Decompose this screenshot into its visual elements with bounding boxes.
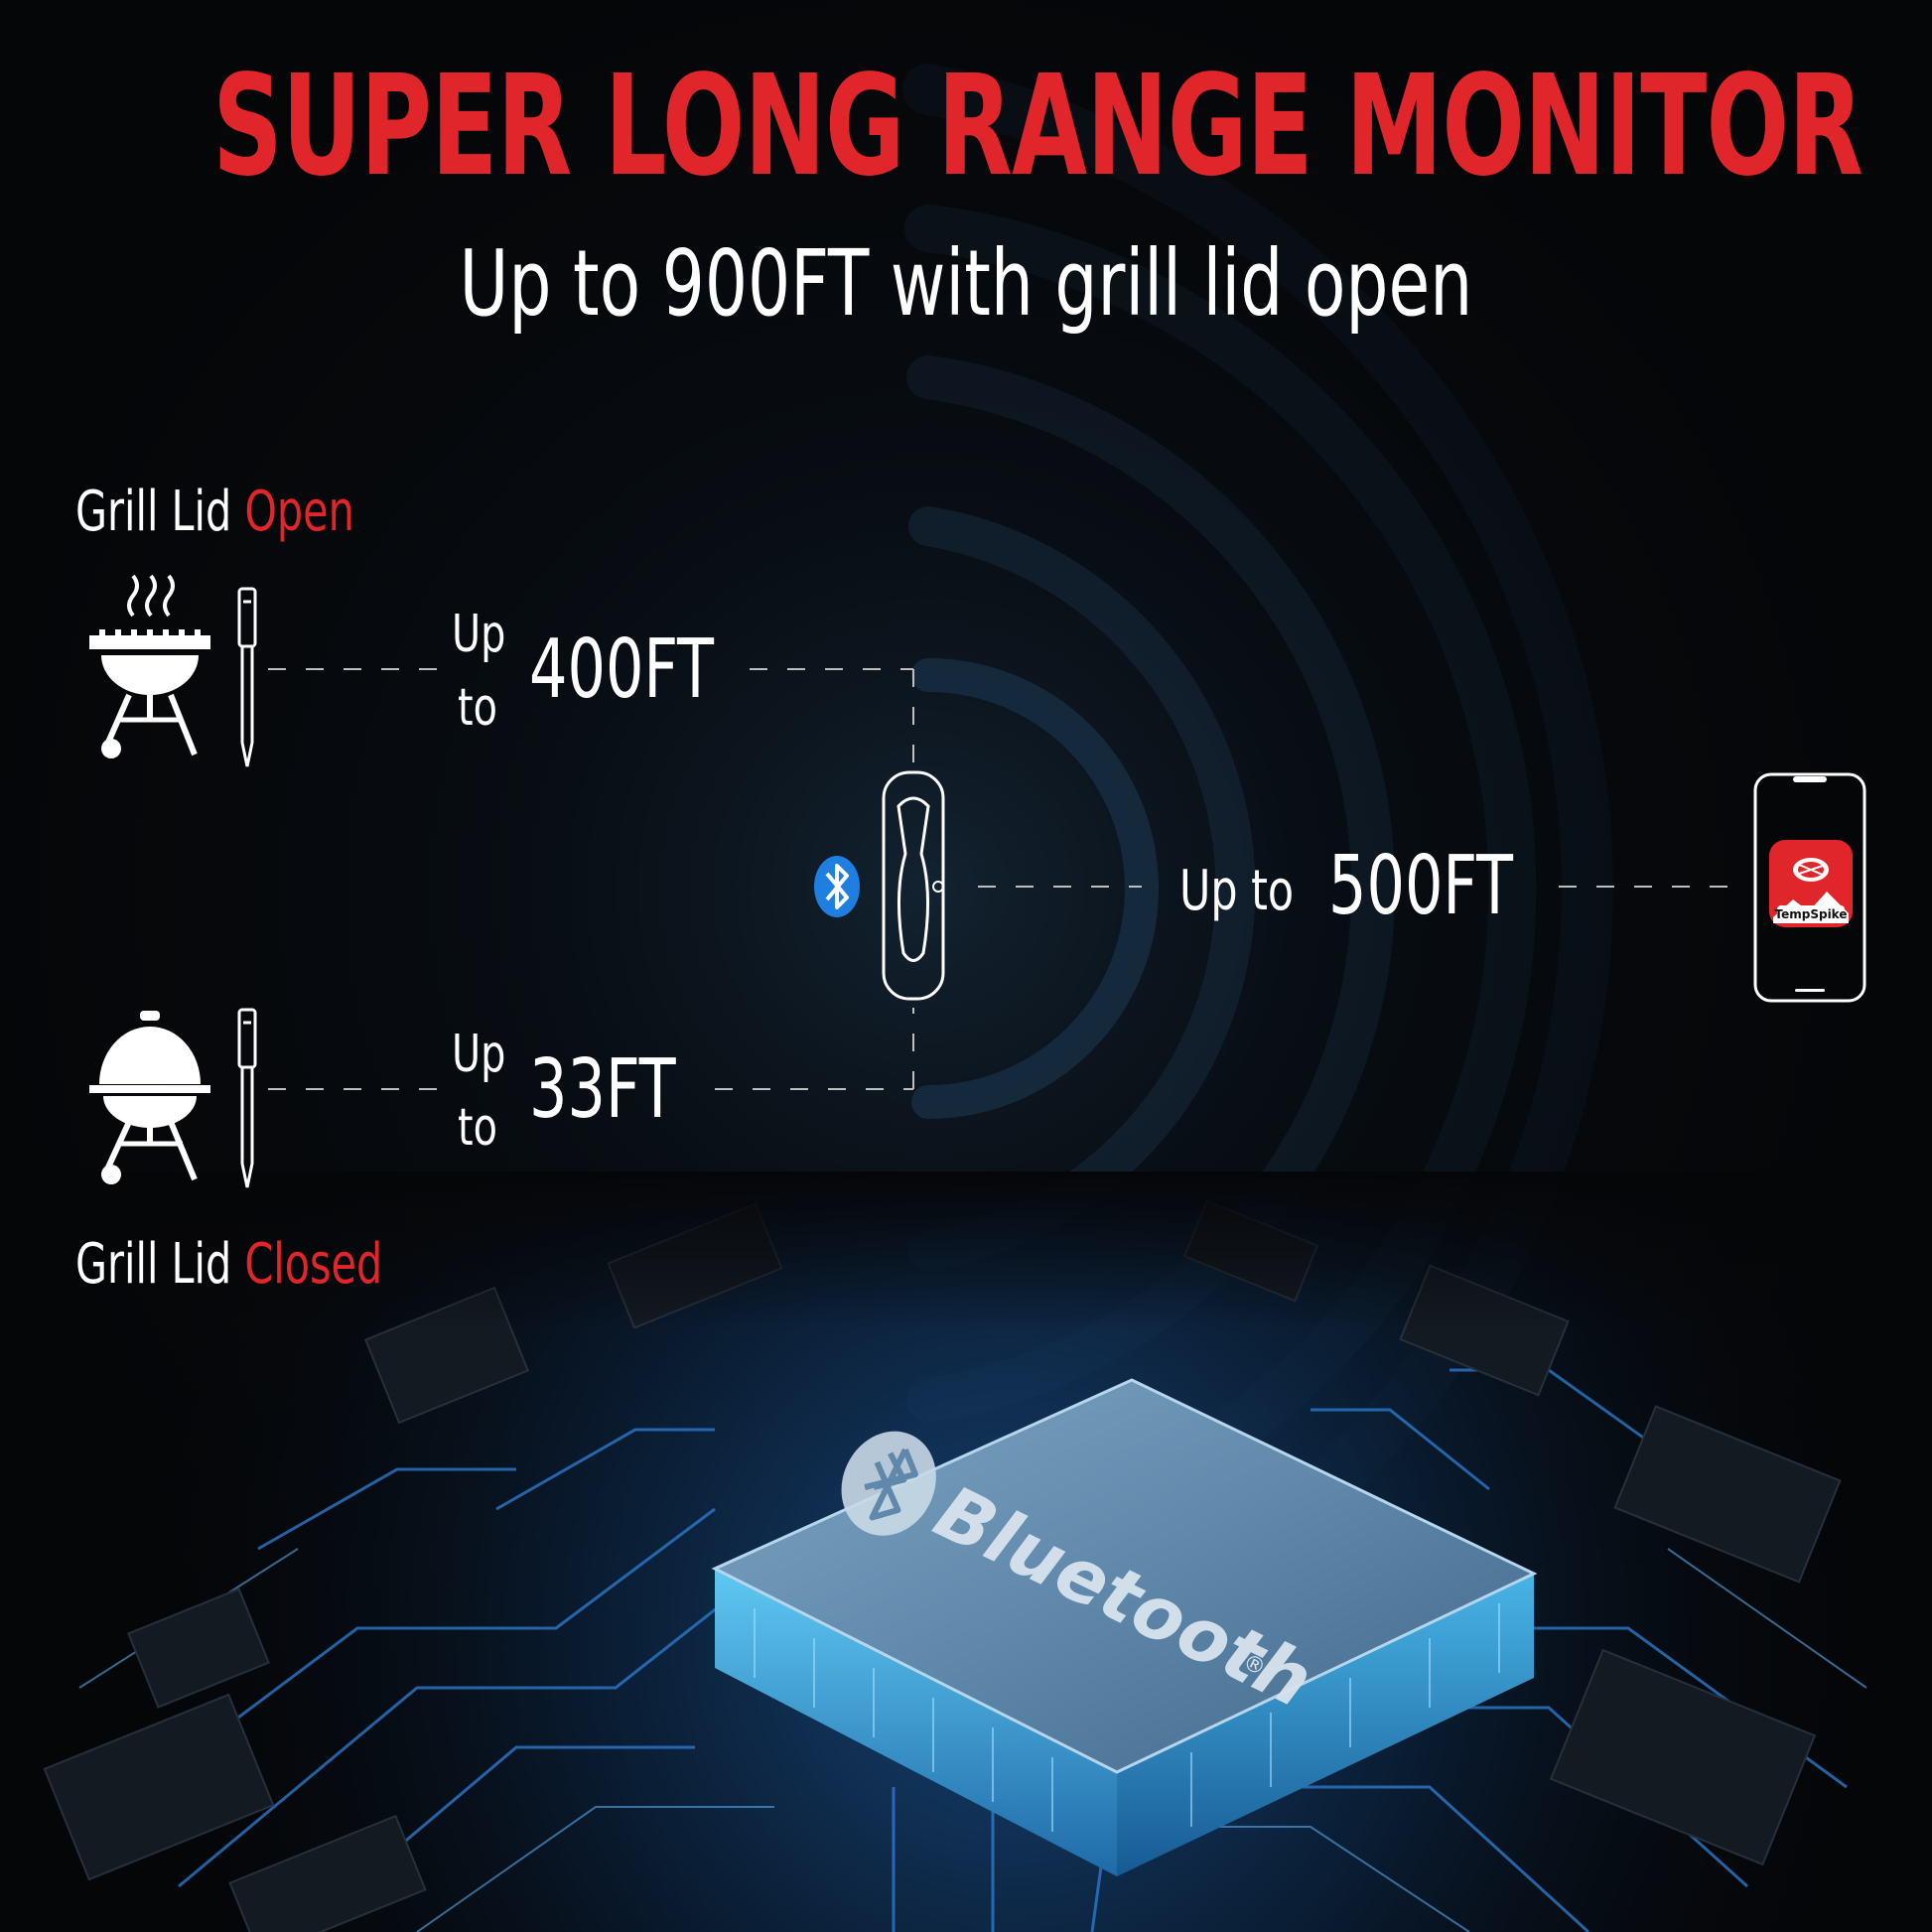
tempspike-app-icon: TempSpike xyxy=(1769,840,1853,927)
app-name-text: TempSpike xyxy=(1775,907,1848,921)
bluetooth-icon xyxy=(814,856,860,917)
grill-open-distance: 400FT xyxy=(529,622,714,717)
smartphone-icon: TempSpike xyxy=(1753,772,1866,1003)
circuit-board xyxy=(0,1172,1932,1932)
grill-closed-label-prefix: Grill Lid xyxy=(75,1232,232,1297)
open-grill-icon xyxy=(89,574,210,759)
page-title: SUPER LONG RANGE MONITOR xyxy=(212,46,1863,207)
grill-closed-to-word: to xyxy=(458,1098,497,1158)
grill-closed-label: Grill Lid Closed xyxy=(75,1237,382,1293)
grill-open-label-state: Open xyxy=(244,480,354,544)
booster-range-distance: 500FT xyxy=(1328,839,1513,933)
grill-closed-label-state: Closed xyxy=(244,1232,383,1297)
closed-grill-icon xyxy=(89,1011,210,1184)
booster-range-prefix: Up to xyxy=(1179,859,1295,923)
booster-device-icon xyxy=(882,770,945,1001)
probe-closed-icon xyxy=(237,1008,257,1188)
bluetooth-chip: Bluetooth ® xyxy=(711,1378,1538,1876)
grill-open-label-prefix: Grill Lid xyxy=(75,480,232,544)
grill-open-label: Grill Lid Open xyxy=(75,484,354,540)
grill-open-to-word: to xyxy=(458,678,497,738)
grill-closed-distance: 33FT xyxy=(529,1042,676,1137)
grill-closed-up-word: Up xyxy=(452,1025,506,1084)
page-subtitle: Up to 900FT with grill lid open xyxy=(459,230,1473,337)
grill-open-up-word: Up xyxy=(452,605,506,664)
probe-open-icon xyxy=(237,587,257,767)
connector-lines xyxy=(268,668,1727,1090)
